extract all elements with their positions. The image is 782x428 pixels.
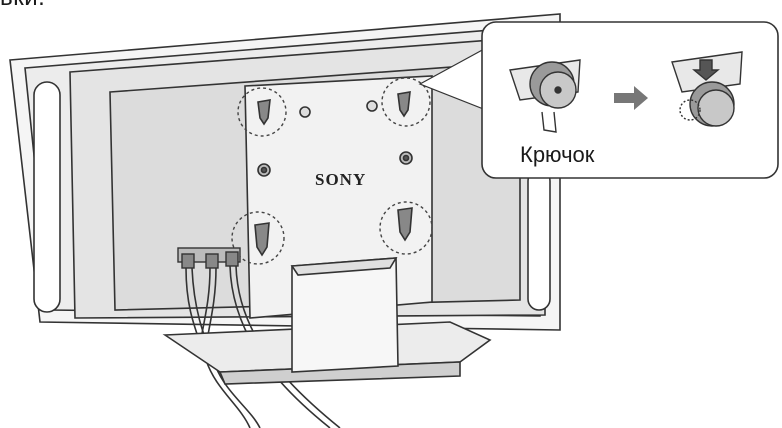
hook-before-icon xyxy=(509,59,581,133)
connector-block xyxy=(177,247,241,269)
arrow-right-icon xyxy=(614,86,648,110)
hook-after-icon xyxy=(671,51,743,127)
hook-slot-icon xyxy=(397,207,413,242)
hook-slot-icon xyxy=(254,222,270,257)
hook-slot-icon xyxy=(397,91,411,118)
callout-label: Крючок xyxy=(520,142,595,167)
back-panel xyxy=(244,75,433,319)
left-speaker-slot xyxy=(33,81,61,313)
brand-label: SONY xyxy=(315,170,366,189)
highlight-circles xyxy=(231,77,433,265)
hook-slot-icon xyxy=(257,99,271,126)
right-speaker-slot xyxy=(527,169,551,311)
hook-callout: Крючок xyxy=(418,21,779,179)
tv-stand xyxy=(162,257,492,385)
page-text-fragment: вки. xyxy=(0,0,45,12)
